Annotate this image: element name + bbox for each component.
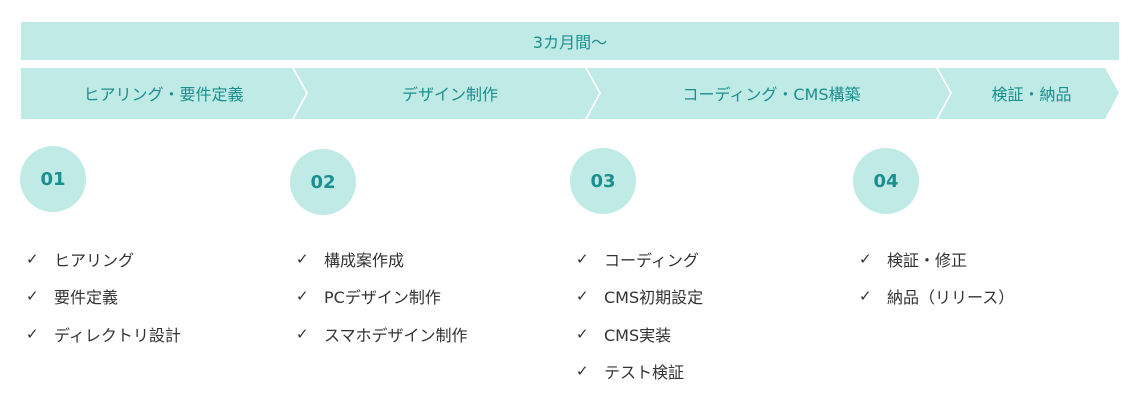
phase-label-hearing: ヒアリング・要件定義 [83,85,244,104]
list-item: ✓ コーディング [576,240,703,278]
step-number-04: 04 [853,148,919,214]
task-label: CMS初期設定 [604,288,704,308]
phase-label-coding: コーディング・CMS構築 [682,85,861,104]
checkmark-icon: ✓ [576,287,589,306]
phase-label-design: デザイン制作 [401,85,498,104]
list-item: ✓ CMS実装 [576,315,703,353]
checkmark-icon: ✓ [576,362,589,381]
task-label: コーディング [604,250,699,270]
phase-chevron-1 [21,68,306,119]
checkmark-icon: ✓ [296,324,309,343]
list-item: ✓ スマホデザイン制作 [296,315,468,353]
task-label: 要件定義 [54,288,119,308]
step-number-02: 02 [290,149,356,215]
task-label: ディレクトリ設計 [54,325,181,345]
phase-chevron-2 [294,68,599,119]
duration-bar: 3カ月間〜 [21,22,1119,60]
task-list-01: ✓ ヒアリング ✓ 要件定義 ✓ ディレクトリ設計 [26,240,181,353]
checkmark-icon: ✓ [576,249,589,268]
list-item: ✓ 構成案作成 [296,240,468,278]
list-item: ✓ ディレクトリ設計 [26,315,181,353]
step-number-01: 01 [20,146,86,212]
task-list-04: ✓ 検証・修正 ✓ 納品（リリース） [859,240,1014,315]
checkmark-icon: ✓ [296,249,309,268]
checkmark-icon: ✓ [26,324,39,343]
phase-chevron-4 [938,68,1119,119]
phase-chevron-3 [587,68,950,119]
task-label: CMS実装 [604,325,672,345]
checkmark-icon: ✓ [26,249,39,268]
task-label: スマホデザイン制作 [324,325,468,345]
task-list-03: ✓ コーディング ✓ CMS初期設定 ✓ CMS実装 ✓ テスト検証 [576,240,703,390]
list-item: ✓ 納品（リリース） [859,278,1014,316]
list-item: ✓ PCデザイン制作 [296,278,468,316]
list-item: ✓ テスト検証 [576,353,703,391]
checkmark-icon: ✓ [859,287,872,306]
phase-chevron-shapes [21,68,1119,119]
task-label: PCデザイン制作 [324,288,441,308]
task-label: 納品（リリース） [887,288,1015,308]
checkmark-icon: ✓ [576,324,589,343]
checkmark-icon: ✓ [859,249,872,268]
list-item: ✓ 検証・修正 [859,240,1014,278]
phase-chevrons: ヒアリング・要件定義 デザイン制作 コーディング・CMS構築 検証・納品 [0,67,1140,121]
list-item: ✓ 要件定義 [26,278,181,316]
task-label: ヒアリング [54,250,135,270]
checkmark-icon: ✓ [26,287,39,306]
duration-label: 3カ月間〜 [532,33,608,52]
list-item: ✓ ヒアリング [26,240,181,278]
checkmark-icon: ✓ [296,287,309,306]
task-label: 検証・修正 [887,250,968,270]
task-list-02: ✓ 構成案作成 ✓ PCデザイン制作 ✓ スマホデザイン制作 [296,240,468,353]
task-label: 構成案作成 [324,250,405,270]
task-label: テスト検証 [604,363,685,383]
list-item: ✓ CMS初期設定 [576,278,703,316]
phase-label-delivery: 検証・納品 [991,85,1072,104]
step-number-03: 03 [570,148,636,214]
